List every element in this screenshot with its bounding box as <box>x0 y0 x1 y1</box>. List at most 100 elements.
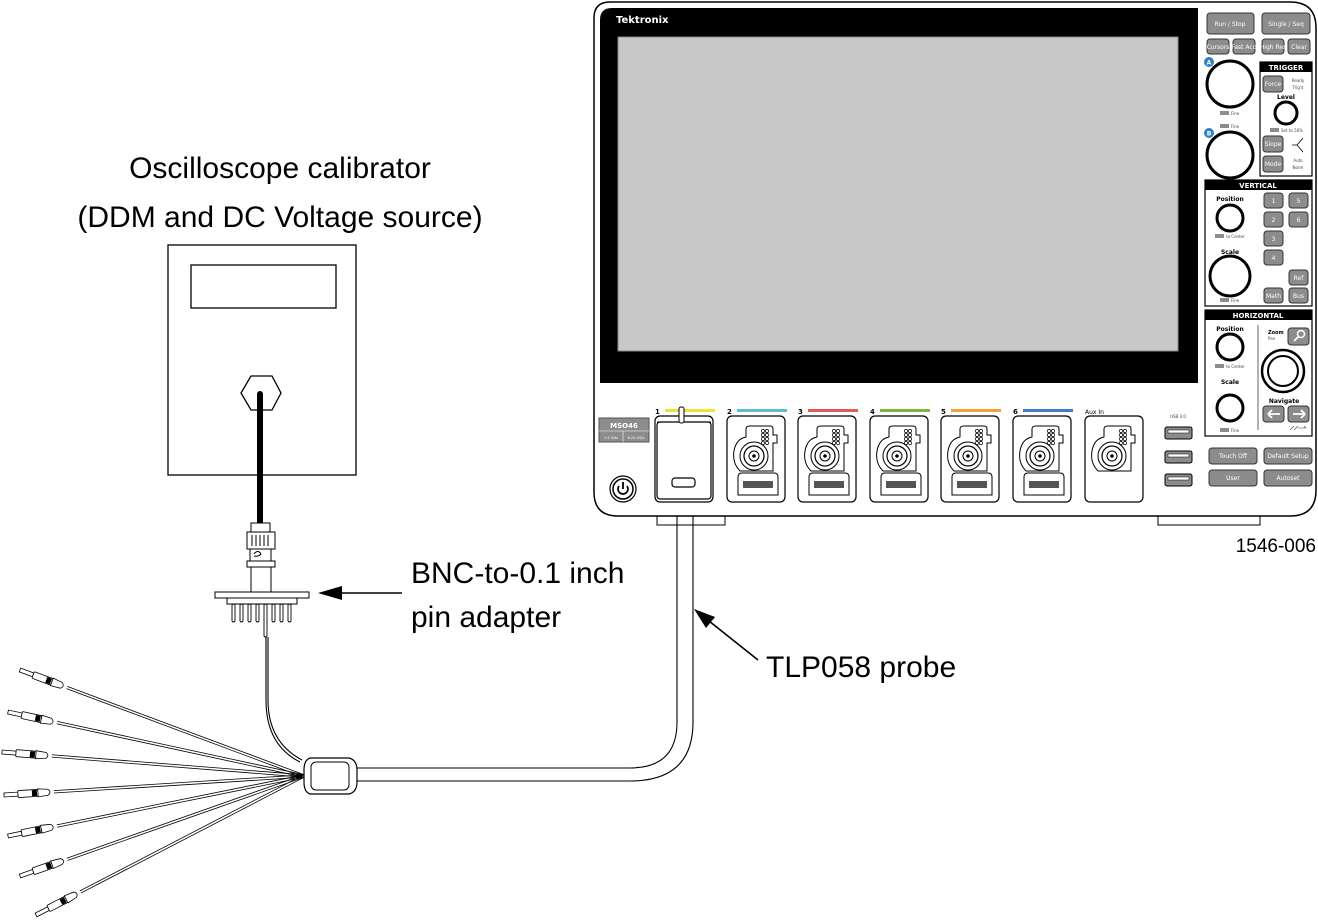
zoom-button[interactable] <box>1287 327 1310 346</box>
user-button[interactable]: User <box>1208 469 1258 487</box>
vertical-scale-label: Scale <box>1221 249 1239 256</box>
default-setup-button[interactable]: Default Setup <box>1263 447 1313 465</box>
flying-lead <box>18 774 305 879</box>
lead-tip-connector <box>34 891 78 918</box>
arrow-right-icon <box>1293 409 1306 419</box>
slope-button[interactable]: Slope <box>1262 135 1284 153</box>
flying-lead <box>3 774 305 798</box>
cursors-button[interactable]: Cursors <box>1206 38 1230 55</box>
channel-number: 6 <box>1013 408 1018 416</box>
autoset-button[interactable]: Autoset <box>1263 469 1313 487</box>
aux-in-label: Aux In <box>1085 409 1104 416</box>
logic-connector <box>1029 481 1059 488</box>
channel-1-input[interactable]: 1 <box>654 406 715 503</box>
touch-off-button[interactable]: Touch Off <box>1208 447 1258 465</box>
svg-text:Ref: Ref <box>1294 275 1305 282</box>
svg-text:6: 6 <box>1297 217 1301 224</box>
channel-number: 1 <box>655 408 660 416</box>
power-button[interactable] <box>609 475 637 503</box>
probe-pointer-arrow <box>694 609 759 661</box>
single-seq-button[interactable]: Single / Seq <box>1261 12 1311 35</box>
logic-connector <box>743 481 773 488</box>
adapter-label-line1: BNC-to-0.1 inch <box>411 557 624 590</box>
horizontal-fine-label: Fine <box>1231 428 1240 433</box>
channel-color-bar <box>1023 409 1073 412</box>
usb-port[interactable] <box>1164 450 1193 464</box>
horizontal-to-center-label: to Center <box>1226 364 1245 369</box>
clear-button[interactable]: Clear <box>1287 38 1311 55</box>
channel-number: 4 <box>870 408 875 416</box>
channel-color-bar <box>880 409 930 412</box>
probe-flying-leads <box>1 667 305 918</box>
svg-text:User: User <box>1226 475 1240 482</box>
ref-button[interactable]: Ref <box>1288 269 1309 286</box>
channel-number: 2 <box>727 408 732 416</box>
flying-lead <box>18 667 305 778</box>
trigger-set50-label: Set to 50% <box>1281 128 1303 133</box>
svg-text:Math: Math <box>1266 293 1281 300</box>
navigate-right-button[interactable] <box>1287 405 1310 423</box>
trigger-auto-label: Auto <box>1293 158 1303 163</box>
bus-button[interactable]: Bus <box>1288 287 1309 304</box>
svg-text:5: 5 <box>1297 198 1301 205</box>
svg-text:3: 3 <box>1272 236 1276 243</box>
knob-a-badge <box>1204 57 1214 67</box>
bnc-adapter <box>214 522 310 638</box>
usb-port[interactable] <box>1164 426 1193 440</box>
channel-3-input[interactable]: 3 <box>797 408 858 503</box>
svg-text:4: 4 <box>1272 255 1276 262</box>
probe-label: TLP058 probe <box>766 651 956 684</box>
scope-foot-left <box>656 515 726 526</box>
trigger-trigd-label: Trig'd <box>1292 85 1304 90</box>
channel-number: 5 <box>941 408 946 416</box>
multipurpose-knob-a[interactable]: A <box>1204 57 1255 109</box>
channel-2-button[interactable]: 2 <box>1263 211 1284 228</box>
channel-5-input[interactable]: 5 <box>940 408 1001 503</box>
touchscreen-display[interactable] <box>617 36 1179 352</box>
multipurpose-knob-b[interactable]: B <box>1204 128 1255 180</box>
navigate-label: Navigate <box>1269 398 1299 405</box>
calibrator-subtitle: (DDM and DC Voltage source) <box>77 201 482 234</box>
vertical-scale-knob[interactable] <box>1208 254 1252 298</box>
channel-6-input[interactable]: 6 <box>1012 408 1073 503</box>
trigger-header: TRIGGER <box>1269 64 1304 72</box>
trigger-norm-label: Norm <box>1293 165 1304 170</box>
channel-2-input[interactable]: 2 <box>726 408 787 503</box>
horizontal-position-knob[interactable] <box>1215 332 1245 362</box>
force-button[interactable]: Force <box>1262 75 1284 93</box>
vertical-header: VERTICAL <box>1239 182 1277 190</box>
channel-number: 3 <box>798 408 803 416</box>
mode-button[interactable]: Mode <box>1262 155 1284 173</box>
run-stop-button[interactable]: Run / Stop <box>1206 12 1255 35</box>
knob-a-fine-label: Fine <box>1231 111 1240 116</box>
adapter-lead-wire <box>265 637 301 763</box>
fast-acq-button[interactable]: Fast Acq <box>1231 38 1257 55</box>
vertical-section: VERTICAL Position to Center Scale Fine 1… <box>1204 179 1313 307</box>
channel-1-button[interactable]: 1 <box>1263 192 1284 209</box>
pan-label: Pan <box>1268 336 1276 341</box>
math-button[interactable]: Math <box>1263 287 1284 304</box>
calibrator-display <box>190 264 337 309</box>
logic-connector <box>814 481 844 488</box>
channel-5-button[interactable]: 5 <box>1288 192 1309 209</box>
brand-logo: Tektronix <box>616 15 669 26</box>
pan-zoom-knob[interactable] <box>1260 348 1306 394</box>
channel-4-input[interactable]: 4 <box>869 408 930 503</box>
horizontal-scale-knob[interactable] <box>1215 393 1245 423</box>
channel-color-bar <box>737 409 787 412</box>
usb-port[interactable] <box>1164 473 1193 487</box>
adapter-label-line2: pin adapter <box>411 601 561 634</box>
aux-in-input[interactable]: Aux In <box>1084 409 1144 503</box>
trigger-level-knob[interactable] <box>1273 100 1299 126</box>
svg-text:Single / Seq: Single / Seq <box>1268 21 1304 28</box>
navigate-left-button[interactable] <box>1262 405 1285 423</box>
svg-text:Run / Stop: Run / Stop <box>1215 21 1246 28</box>
channel-4-button[interactable]: 4 <box>1263 249 1284 266</box>
svg-text:Slope: Slope <box>1265 141 1282 148</box>
vertical-position-knob[interactable] <box>1215 203 1245 233</box>
trigger-ready-label: Ready <box>1292 78 1305 83</box>
channel-3-button[interactable]: 3 <box>1263 230 1284 247</box>
high-res-button[interactable]: High Res <box>1260 38 1286 55</box>
channel-6-button[interactable]: 6 <box>1288 211 1309 228</box>
lead-tip-connector <box>3 788 51 798</box>
